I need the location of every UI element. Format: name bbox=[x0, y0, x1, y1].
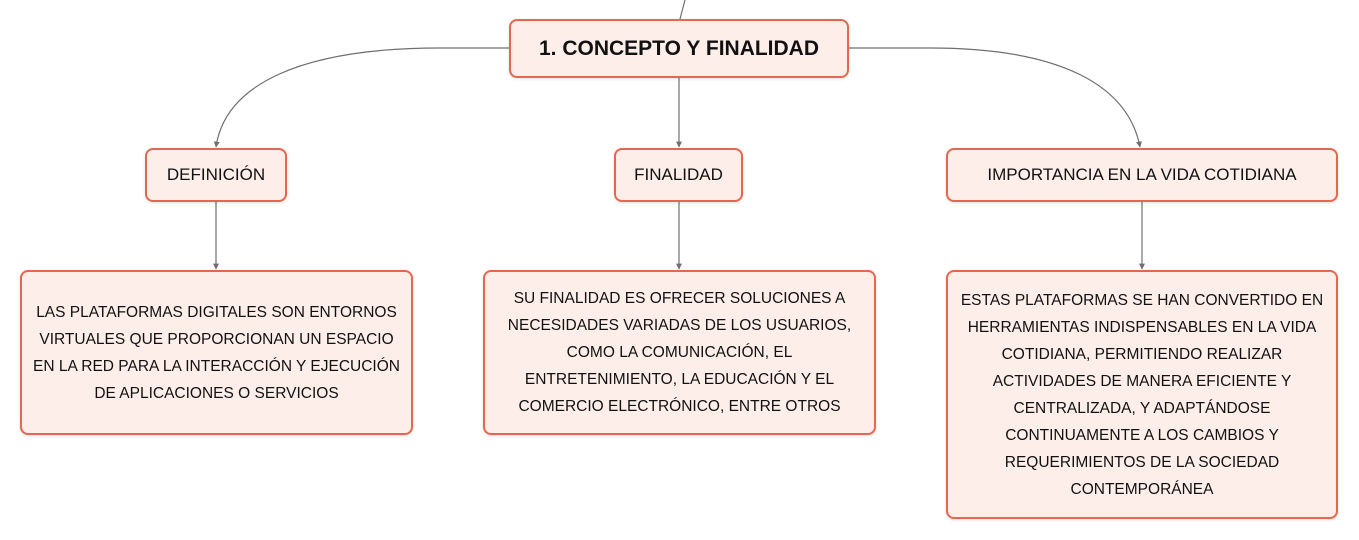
connector-root-importancia bbox=[849, 47, 1142, 148]
detail-finalidad-text: SU FINALIDAD ES OFRECER SOLUCIONES A NEC… bbox=[507, 290, 852, 415]
subtopic-importancia[interactable]: IMPORTANCIA EN LA VIDA COTIDIANA bbox=[946, 148, 1338, 202]
root-topic-node[interactable]: 1. CONCEPTO Y FINALIDAD bbox=[509, 19, 849, 78]
detail-finalidad[interactable]: SU FINALIDAD ES OFRECER SOLUCIONES A NEC… bbox=[483, 270, 876, 435]
connector-incoming bbox=[679, 0, 686, 20]
detail-importancia[interactable]: ESTAS PLATAFORMAS SE HAN CONVERTIDO EN H… bbox=[946, 270, 1338, 519]
detail-importancia-text: ESTAS PLATAFORMAS SE HAN CONVERTIDO EN H… bbox=[960, 291, 1324, 498]
subtopic-finalidad[interactable]: FINALIDAD bbox=[614, 148, 743, 202]
detail-definicion[interactable]: LAS PLATAFORMAS DIGITALES SON ENTORNOS V… bbox=[20, 270, 413, 435]
subtopic-importancia-label: IMPORTANCIA EN LA VIDA COTIDIANA bbox=[987, 165, 1297, 184]
connector-root-definicion bbox=[213, 47, 509, 148]
root-topic-label: 1. CONCEPTO Y FINALIDAD bbox=[538, 36, 820, 60]
subtopic-finalidad-label: FINALIDAD bbox=[634, 165, 723, 184]
subtopic-definicion-label: DEFINICIÓN bbox=[166, 165, 266, 184]
detail-definicion-text: LAS PLATAFORMAS DIGITALES SON ENTORNOS V… bbox=[33, 303, 400, 402]
subtopic-definicion[interactable]: DEFINICIÓN bbox=[145, 148, 287, 202]
